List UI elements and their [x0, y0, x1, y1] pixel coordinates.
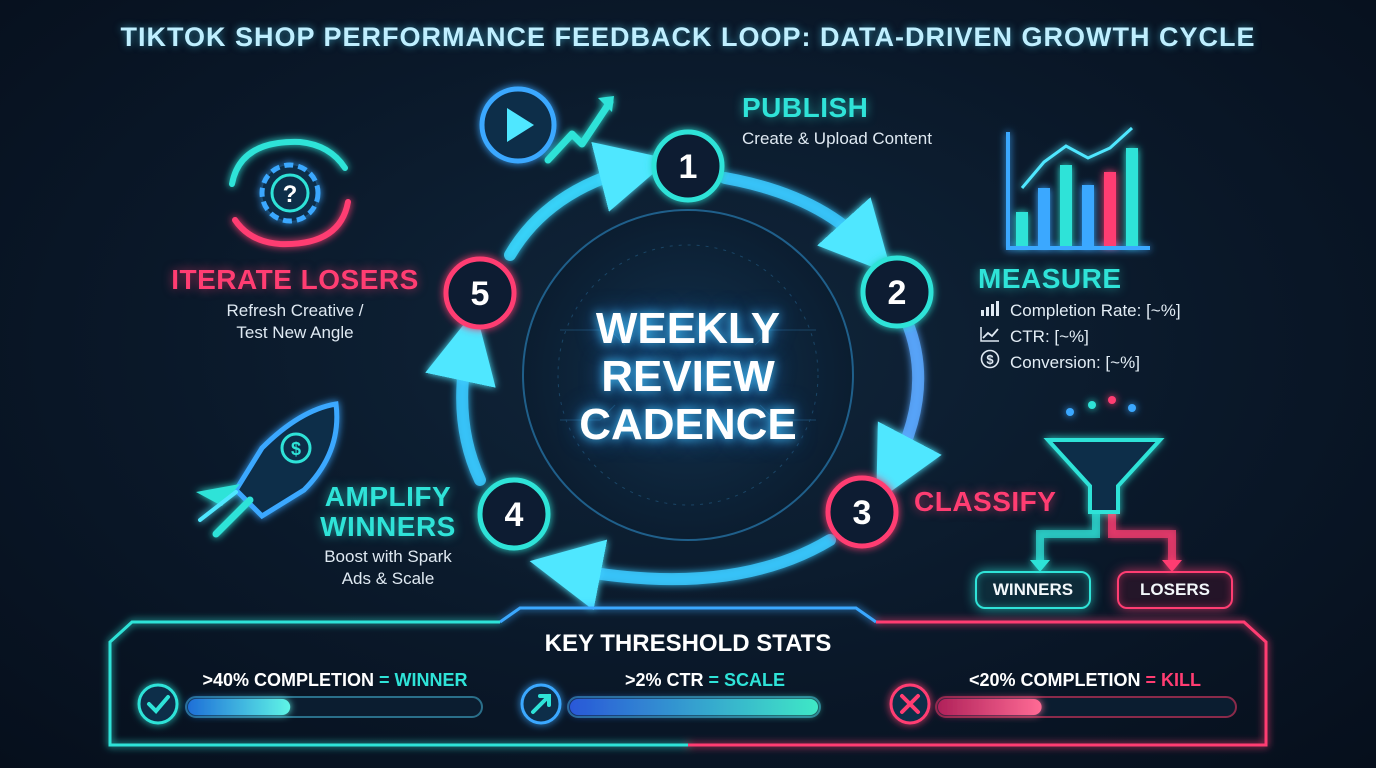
- step-number-2: 2: [888, 274, 907, 312]
- play-icon: [479, 86, 614, 164]
- step-4-desc-line-2: Ads & Scale: [341, 569, 435, 588]
- stat-bar-kill: [935, 696, 1237, 718]
- arrow-3-to-4: [529, 534, 836, 611]
- trend-line-icon: [980, 324, 1002, 350]
- arrow-5-to-1: [504, 141, 670, 261]
- metric-completion-rate-text: Completion Rate: [~%]: [1010, 301, 1181, 320]
- check-icon: [137, 683, 179, 725]
- step-4-block: AMPLIFY WINNERS: [300, 482, 476, 542]
- stat-scale-sep: =: [703, 670, 725, 690]
- step-4-title-line-1: AMPLIFY: [324, 481, 452, 512]
- step-node-2: 2: [860, 255, 934, 329]
- center-line-3: CADENCE: [579, 400, 797, 449]
- stat-winner-lead: >40% COMPLETION: [202, 670, 375, 690]
- arrow-up-right-icon: [520, 683, 562, 725]
- page-title: TIKTOK SHOP PERFORMANCE FEEDBACK LOOP: D…: [120, 22, 1256, 52]
- step-number-4: 4: [505, 496, 524, 534]
- growth-chart-icon: [1006, 126, 1150, 250]
- step-5-desc-line-2: Test New Angle: [236, 323, 354, 342]
- step-2-title: MEASURE: [978, 263, 1122, 294]
- measure-metrics-list: Completion Rate: [~%] CTR: [~%] $ Conver…: [980, 298, 1181, 376]
- funnel-icon: [1030, 396, 1182, 572]
- losers-tag: LOSERS: [1117, 571, 1233, 609]
- center-core: [522, 209, 854, 541]
- stat-kill-sep: =: [1140, 670, 1162, 690]
- winners-tag: WINNERS: [975, 571, 1091, 609]
- arrow-2-to-3: [876, 316, 942, 502]
- stat-bar-winner: [185, 696, 483, 718]
- center-ring: [557, 244, 819, 506]
- arrow-1-to-2: [719, 172, 893, 275]
- x-icon: [889, 683, 931, 725]
- metric-ctr-text: CTR: [~%]: [1010, 327, 1089, 346]
- step-node-1: 1: [651, 129, 725, 203]
- step-number-1: 1: [679, 148, 698, 186]
- step-4-desc-line-1: Boost with Spark: [324, 547, 452, 566]
- bar-chart-icon: [980, 298, 1002, 324]
- stat-kill-verdict: KILL: [1161, 670, 1202, 690]
- step-number-3: 3: [853, 494, 872, 532]
- svg-text:?: ?: [283, 181, 298, 208]
- step-5-title: ITERATE LOSERS: [171, 264, 419, 295]
- step-1-title: PUBLISH: [742, 92, 869, 123]
- arrow-4-to-5: [425, 309, 496, 486]
- step-1-desc: Create & Upload Content: [742, 129, 932, 148]
- step-3-title: CLASSIFY: [914, 486, 1057, 517]
- center-line-2: REVIEW: [601, 352, 775, 401]
- step-node-3: 3: [825, 475, 899, 549]
- step-4-desc: Boost with Spark Ads & Scale: [290, 546, 486, 590]
- stat-winner-sep: =: [374, 670, 395, 690]
- stat-bar-scale-fill: [570, 699, 818, 715]
- stats-panel-frame: [108, 606, 1268, 747]
- rocket-icon: $: [196, 401, 340, 538]
- stat-kill-lead: <20% COMPLETION: [968, 670, 1141, 690]
- circuit-lines: [560, 329, 816, 421]
- metric-conversion: $ Conversion: [~%]: [980, 349, 1181, 377]
- stat-winner-verdict: WINNER: [394, 670, 468, 690]
- step-node-4: 4: [477, 477, 551, 551]
- svg-text:$: $: [986, 352, 994, 367]
- stat-scale-lead: >2% CTR: [624, 670, 704, 690]
- step-5-desc-line-1: Refresh Creative /: [226, 301, 364, 320]
- cycle-arrows: [425, 141, 942, 611]
- stat-bar-scale: [567, 696, 821, 718]
- metric-conversion-text: Conversion: [~%]: [1010, 353, 1140, 372]
- stat-bar-kill-fill: [938, 699, 1042, 715]
- dollar-icon: $: [980, 349, 1002, 377]
- stat-bar-winner-fill: [188, 699, 291, 715]
- step-5-desc: Refresh Creative / Test New Angle: [190, 300, 400, 344]
- stat-winner-label: >40% COMPLETION = WINNER: [150, 670, 520, 691]
- gear-refresh-icon: ?: [229, 138, 351, 248]
- step-node-5: 5: [443, 256, 517, 330]
- center-cadence-label: WEEKLY REVIEW CADENCE: [548, 305, 828, 449]
- stats-panel-title: KEY THRESHOLD STATS: [544, 630, 832, 657]
- stat-scale-label: >2% CTR = SCALE: [560, 670, 850, 691]
- metric-ctr: CTR: [~%]: [980, 324, 1181, 350]
- center-line-1: WEEKLY: [595, 304, 781, 353]
- stat-scale-verdict: SCALE: [724, 670, 786, 690]
- step-4-title-line-2: WINNERS: [320, 511, 456, 542]
- stat-kill-label: <20% COMPLETION = KILL: [920, 670, 1250, 691]
- metric-completion-rate: Completion Rate: [~%]: [980, 298, 1181, 324]
- step-number-5: 5: [471, 275, 490, 313]
- svg-text:$: $: [291, 439, 301, 459]
